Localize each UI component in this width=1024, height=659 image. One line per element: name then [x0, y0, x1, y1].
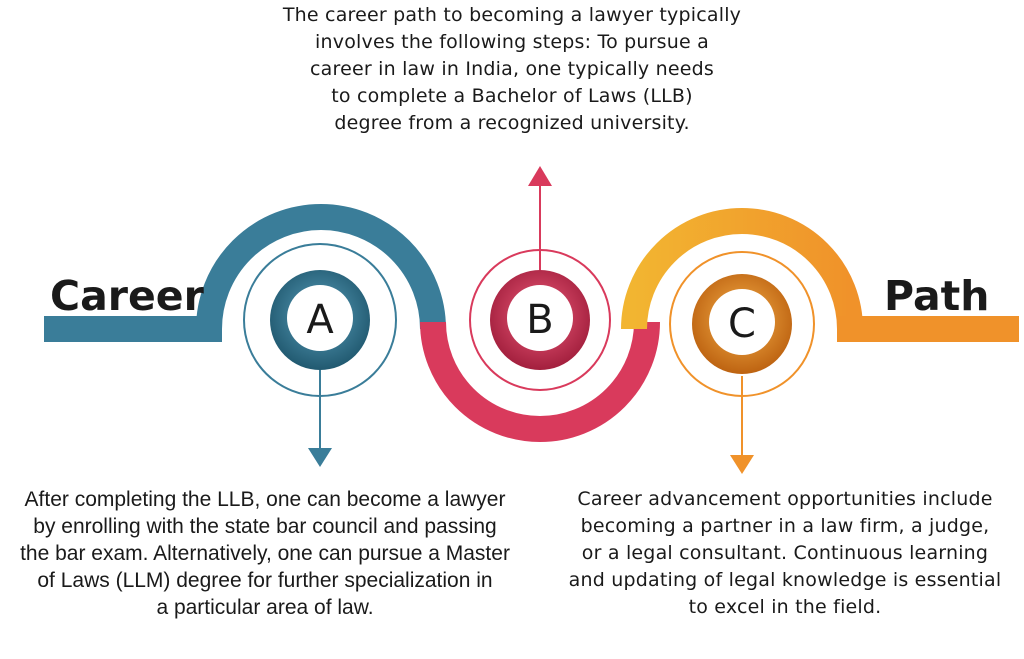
step-c-line: becoming a partner in a law firm, a judg…: [580, 515, 990, 537]
step-b-line: career in law in India, one typically ne…: [310, 58, 714, 80]
step-b-line: degree from a recognized university.: [334, 112, 690, 134]
step-a-line: a particular area of law.: [156, 596, 374, 619]
node-c-arrow-head: [730, 455, 754, 474]
step-b-line: to complete a Bachelor of Laws (LLB): [331, 85, 693, 107]
track-valley-b: [420, 321, 660, 442]
node-a: A: [243, 243, 397, 467]
step-a-description: After completing the LLB, one can become…: [0, 486, 530, 621]
track-arch-a: [196, 204, 446, 330]
step-c-line: and updating of legal knowledge is essen…: [568, 569, 1002, 591]
wave-track: [44, 204, 1019, 442]
step-a-line: the bar exam. Alternatively, one can pur…: [20, 542, 510, 565]
track-arch-c: [621, 208, 863, 330]
step-a-line: After completing the LLB, one can become…: [24, 488, 506, 511]
node-a-arrow-head: [308, 448, 332, 467]
step-c-line: to excel in the field.: [688, 596, 882, 618]
node-c: C: [669, 251, 815, 474]
track-right-bar: [837, 316, 1019, 342]
node-a-inner: [287, 285, 353, 351]
node-b-inner: [507, 285, 573, 351]
step-b-description: The career path to becoming a lawyer typ…: [232, 2, 792, 137]
node-a-letter: A: [306, 297, 334, 343]
step-a-line: of Laws (LLM) degree for further special…: [37, 569, 493, 592]
node-b: B: [469, 166, 611, 391]
step-a-line: by enrolling with the state bar council …: [33, 515, 497, 538]
step-b-line: The career path to becoming a lawyer typ…: [282, 4, 742, 26]
node-b-letter: B: [526, 297, 553, 343]
title-career: Career: [50, 272, 205, 320]
track-left-bar: [44, 316, 222, 342]
step-c-line: Career advancement opportunities include: [577, 488, 993, 510]
step-c-line: or a legal consultant. Continuous learni…: [581, 542, 989, 564]
node-c-letter: C: [728, 301, 756, 347]
title-path: Path: [884, 272, 989, 320]
step-b-line: involves the following steps: To pursue …: [315, 31, 709, 53]
node-b-arrow-head: [528, 166, 552, 186]
node-c-inner: [709, 289, 775, 355]
step-c-description: Career advancement opportunities include…: [540, 486, 1024, 621]
